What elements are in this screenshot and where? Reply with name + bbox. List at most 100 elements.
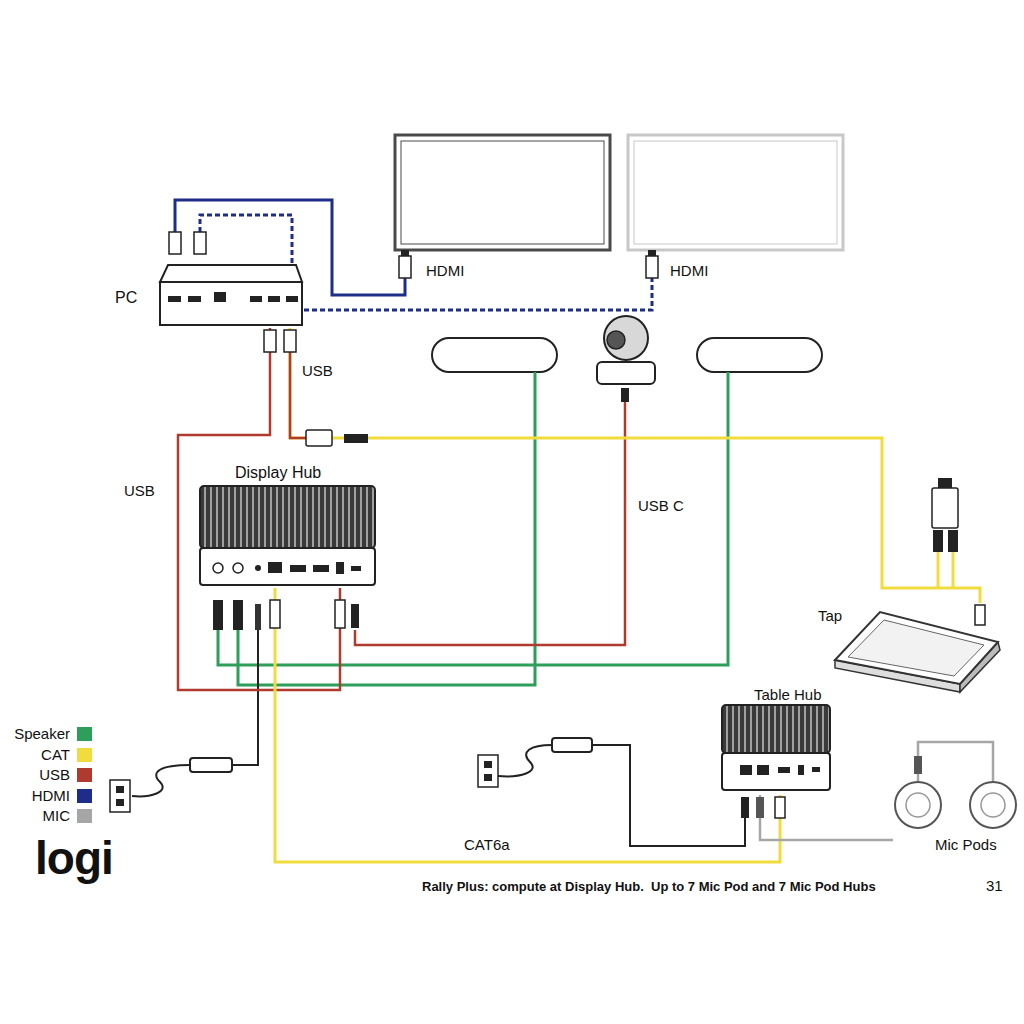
injector-power-plug — [938, 478, 952, 488]
pc-port — [286, 296, 298, 302]
outlet-socket — [116, 799, 124, 806]
page-number: 31 — [984, 877, 1005, 894]
pc-port — [168, 296, 181, 302]
mic-cable — [760, 795, 893, 840]
wall-outlet — [478, 755, 498, 787]
mic-pod-center — [981, 793, 1005, 817]
hdmi-plug — [646, 256, 658, 278]
camera-head — [604, 316, 648, 360]
display-hub: Display Hub — [198, 461, 378, 588]
legend-text: MIC — [0, 807, 70, 824]
power-cable — [132, 765, 190, 796]
cat-plug — [975, 605, 985, 625]
hdmi-plug — [399, 256, 411, 278]
hub-port — [233, 563, 243, 573]
pc-port — [188, 296, 201, 302]
hub-port — [778, 767, 790, 773]
monitor-screen — [401, 141, 604, 244]
cat-cable — [952, 552, 955, 588]
legend-entry: CAT — [0, 746, 95, 764]
power-cable — [232, 630, 258, 765]
legend-entry: HDMI — [0, 787, 95, 805]
device-label: PC — [115, 289, 137, 307]
usb-plug — [284, 330, 296, 352]
cat-plug — [933, 530, 943, 552]
device-label: Tap — [818, 607, 842, 624]
device-label: Display Hub — [235, 464, 321, 482]
pc-unit: PC — [105, 262, 302, 328]
outlet-socket — [484, 761, 492, 768]
monitor — [395, 135, 610, 250]
hub-port — [213, 563, 223, 573]
poe-injector — [932, 488, 958, 528]
cat-cable — [937, 552, 940, 588]
legend-swatch — [77, 768, 92, 782]
usb-cable — [178, 328, 340, 690]
cat-plug — [344, 434, 368, 443]
pc-port — [268, 296, 280, 302]
edge-label-box: CAT6a — [462, 836, 512, 854]
mic-pod — [895, 782, 941, 828]
hub-port — [313, 565, 329, 572]
pc-port — [250, 296, 262, 302]
legend-swatch — [77, 789, 92, 803]
hdmi-plug — [169, 232, 181, 254]
device-label: Table Hub — [754, 686, 822, 703]
hub-port — [740, 765, 752, 775]
legend-text: Speaker — [0, 725, 70, 742]
hdmi-plug — [194, 232, 206, 254]
usb-ethernet-adapter — [306, 430, 332, 446]
outlet-socket — [484, 774, 492, 781]
hub-port — [757, 765, 769, 775]
hub-port — [336, 562, 344, 574]
mic-plug — [756, 797, 764, 818]
monitor — [628, 135, 843, 250]
usb-plug — [335, 600, 345, 628]
port-label: HDMI — [424, 262, 466, 279]
hub-grille — [200, 486, 375, 548]
power-brick — [190, 758, 232, 772]
legend-swatch — [77, 809, 92, 823]
pc-top — [160, 265, 302, 282]
edge-label-box: USB — [122, 482, 157, 500]
device-label: Mic Pods — [935, 836, 997, 853]
tap-body — [835, 612, 998, 684]
label-box: 31 — [984, 877, 1005, 895]
hub-port — [255, 565, 261, 571]
camera-lens — [607, 331, 625, 349]
legend-text: CAT — [0, 746, 70, 763]
power-cable — [592, 745, 745, 846]
power-plug — [741, 797, 749, 818]
legend-swatch — [77, 748, 92, 762]
label-box: logi — [33, 832, 115, 885]
hub-grille — [722, 705, 830, 753]
legend-text: HDMI — [0, 787, 70, 804]
pc-port — [214, 292, 226, 302]
label-box: HDMI — [424, 262, 466, 280]
usb-c-plug — [351, 604, 359, 628]
hub-port — [351, 566, 361, 571]
label-box: HDMI — [668, 262, 710, 280]
power-brick — [552, 738, 592, 752]
mic-link-cable — [918, 742, 993, 782]
cat6a-cable — [275, 588, 780, 862]
caption-box: Rally Plus: compute at Display Hub. Up t… — [420, 877, 878, 895]
hub-port — [798, 765, 804, 775]
cable-label: CAT6a — [462, 836, 512, 853]
legend-entry: Speaker — [0, 725, 95, 743]
cable-label: USB — [300, 362, 335, 379]
cat-plug — [270, 600, 280, 628]
monitor-screen — [634, 141, 837, 244]
camera-base — [597, 362, 655, 384]
legend-swatch — [77, 727, 92, 741]
mic-plug — [914, 756, 922, 774]
brand-logo: logi — [33, 832, 115, 885]
mic-pod-center — [906, 793, 930, 817]
power-cable — [498, 745, 552, 776]
legend-entry: USB — [0, 766, 95, 784]
